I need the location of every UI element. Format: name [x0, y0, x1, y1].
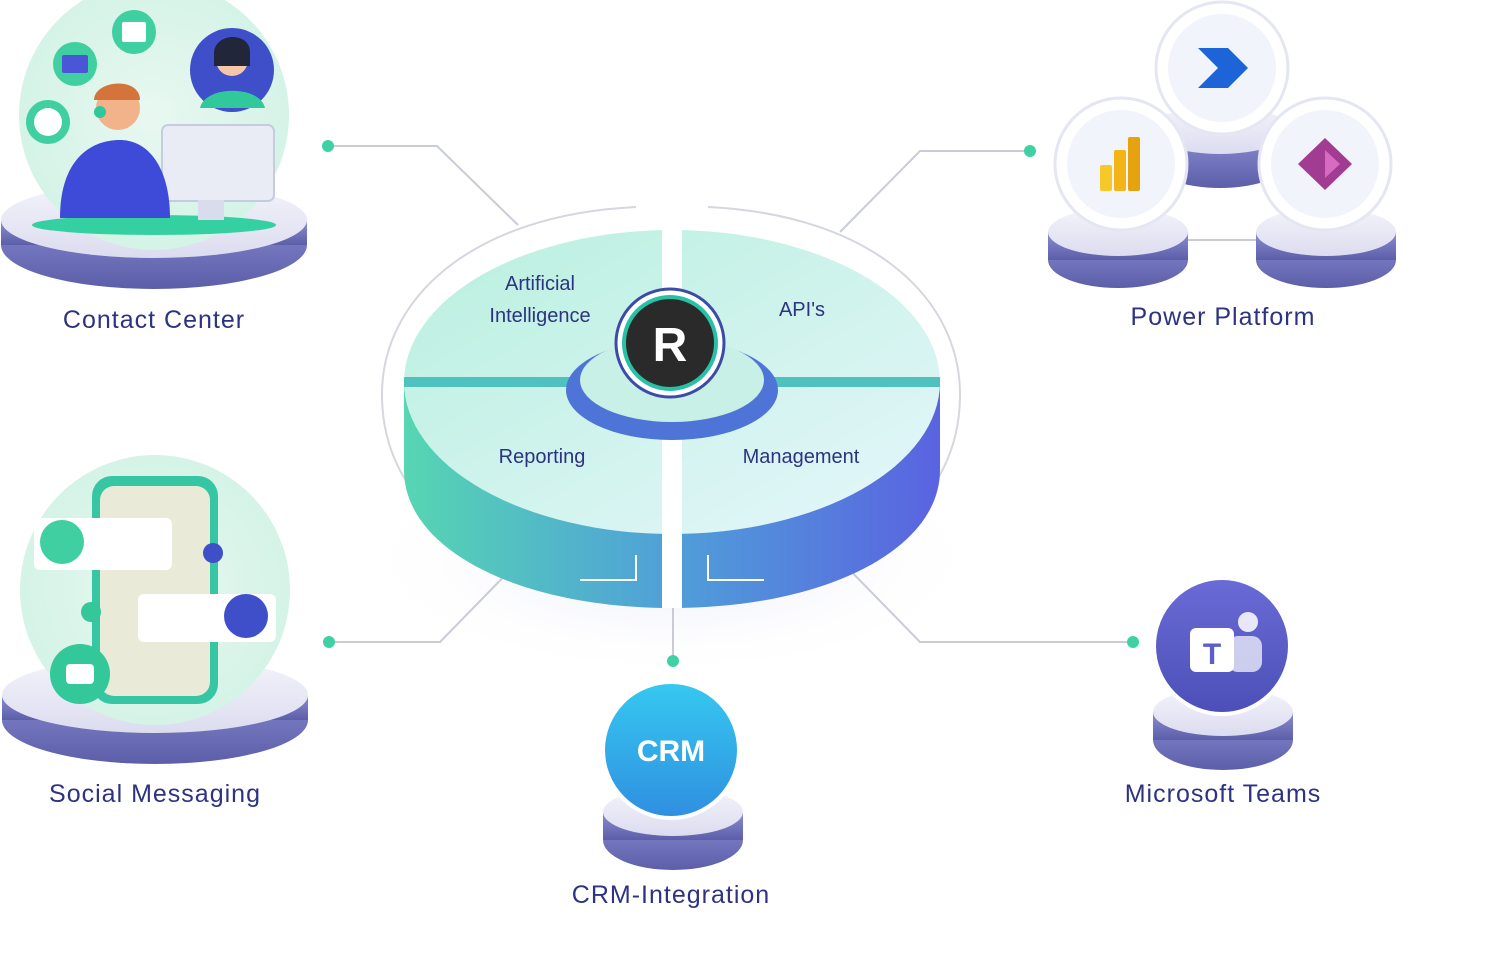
connector-dots — [322, 140, 1139, 667]
label-social-messaging: Social Messaging — [49, 780, 261, 808]
connector-power-platform — [839, 150, 1030, 233]
label-contact-center: Contact Center — [62, 306, 246, 334]
hub-disc — [380, 206, 962, 608]
segment-label-line-1: Artificial — [504, 273, 575, 295]
label-microsoft-teams: Microsoft Teams — [1124, 780, 1322, 808]
segment-artificial-intelligence: Artificial Intelligence — [489, 268, 590, 332]
hub-logo-letter: R — [653, 319, 688, 372]
dot-social-messaging — [323, 636, 335, 648]
label-crm-integration: CRM-Integration — [571, 881, 771, 909]
dot-crm — [667, 655, 679, 667]
power-platform-node — [1048, 0, 1396, 288]
segment-label-line-2: Intelligence — [489, 305, 591, 327]
hub-logo: R — [614, 287, 726, 399]
social-messaging-node — [2, 455, 308, 764]
contact-center-node — [1, 0, 307, 289]
connector-teams — [839, 559, 1133, 643]
dot-contact-center — [322, 140, 334, 152]
dot-teams — [1127, 636, 1139, 648]
connector-contact-center — [328, 145, 519, 226]
crm-node: CRM — [601, 680, 743, 870]
teams-node: T — [1152, 576, 1293, 770]
segment-apis: API's — [778, 299, 826, 321]
segment-reporting: Reporting — [498, 446, 586, 468]
segment-management: Management — [742, 446, 860, 468]
dot-power-platform — [1024, 145, 1036, 157]
monitor-icon — [161, 124, 275, 202]
teams-badge-letter: T — [1203, 638, 1221, 671]
connector-social-messaging — [329, 559, 521, 643]
crm-badge-icon — [601, 680, 741, 820]
crm-badge-text: CRM — [637, 735, 705, 768]
label-power-platform: Power Platform — [1130, 303, 1316, 331]
agent-body-icon — [60, 140, 170, 218]
